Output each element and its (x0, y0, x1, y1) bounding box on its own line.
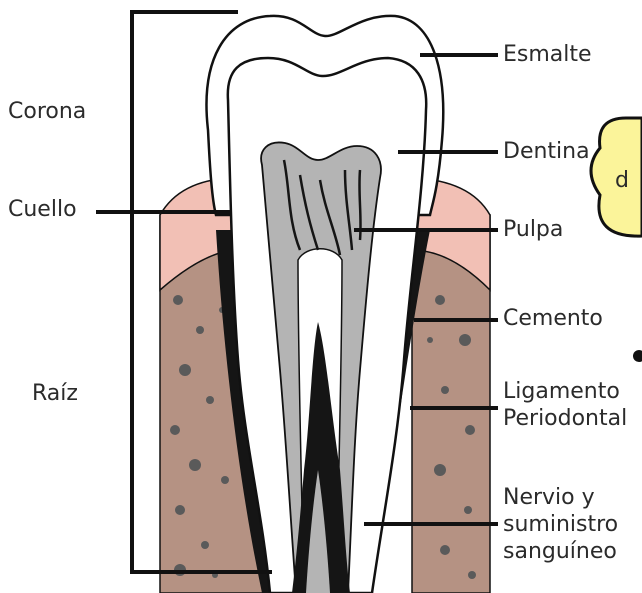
label-ligamento-periodontal: Ligamento Periodontal (503, 378, 627, 432)
label-dentina: Dentina (503, 138, 590, 165)
label-raiz: Raíz (32, 380, 78, 407)
bubble-text-fragment: d (615, 168, 629, 193)
label-nervio-suministro: Nervio y suministro sanguíneo (503, 484, 618, 565)
label-esmalte: Esmalte (503, 41, 592, 68)
bubble-dot (633, 350, 642, 362)
label-pulpa: Pulpa (503, 216, 563, 243)
label-cuello: Cuello (8, 196, 77, 223)
label-corona: Corona (8, 98, 86, 125)
label-cemento: Cemento (503, 305, 603, 332)
